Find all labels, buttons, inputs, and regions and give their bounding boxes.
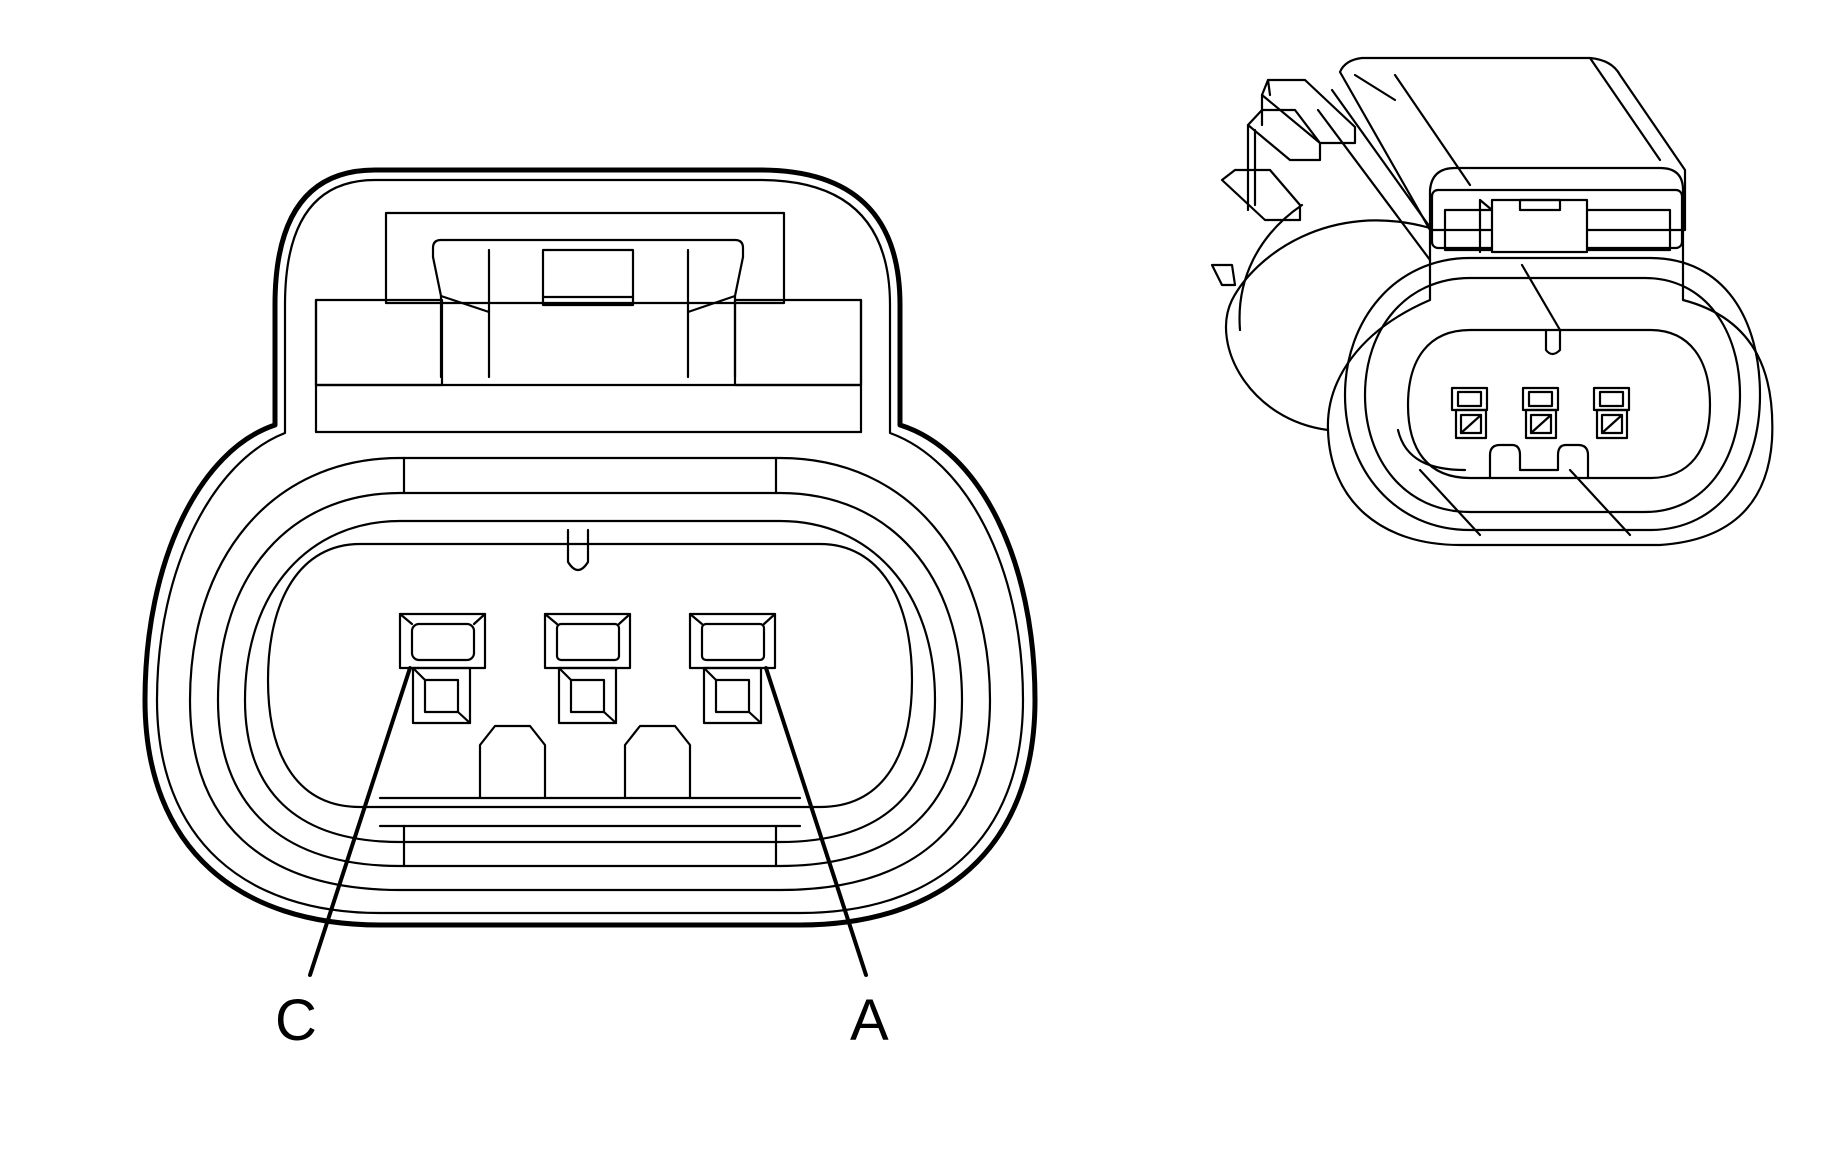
pin-a-label: A [850, 988, 889, 1053]
pin-c-leader [308, 666, 412, 977]
seal-ring-3 [243, 519, 937, 844]
pin-middle-lower-cavity [557, 666, 618, 725]
iso-pins [1450, 386, 1631, 440]
latch-assembly [384, 211, 786, 379]
right-shoulder-block [733, 298, 863, 387]
housing-outline [142, 167, 1038, 928]
iso-top-housing [1338, 56, 1687, 232]
front-view-connector: C A [142, 167, 1038, 1053]
iso-main-body [1326, 166, 1774, 547]
left-shoulder-block [314, 298, 444, 387]
isometric-view-connector [1210, 56, 1774, 547]
seal-ring-outer [188, 456, 992, 892]
seal-ring-2 [216, 491, 964, 868]
key-bump-right [623, 724, 692, 800]
pin-c-label: C [275, 988, 317, 1053]
pin-right-lower-cavity [702, 666, 763, 725]
pin-middle [543, 612, 632, 725]
cavity-outline [266, 542, 914, 809]
key-bump-left [478, 724, 547, 800]
pin-right [688, 612, 777, 725]
rear-fin-bottom [1210, 263, 1237, 287]
iso-cavity [1406, 328, 1712, 480]
latch-body [431, 238, 745, 259]
housing-inner-outline [155, 178, 1025, 915]
pin-left-lower-cavity [411, 666, 472, 725]
key-notch [566, 528, 590, 572]
iso-seal-ring-mid [1363, 276, 1742, 514]
rear-fin-lower [1220, 168, 1302, 222]
latch-frame [384, 211, 786, 305]
iso-key-bumps [1488, 443, 1590, 480]
latch-tab [541, 248, 635, 307]
iso-body-side [1224, 219, 1432, 432]
iso-seal-ring-outer [1343, 256, 1762, 532]
pin-a-leader [764, 666, 868, 977]
iso-latch-tab [1490, 198, 1589, 254]
rear-fin-top [1260, 78, 1357, 145]
iso-key-post [1520, 263, 1562, 356]
pin-left [398, 612, 487, 725]
